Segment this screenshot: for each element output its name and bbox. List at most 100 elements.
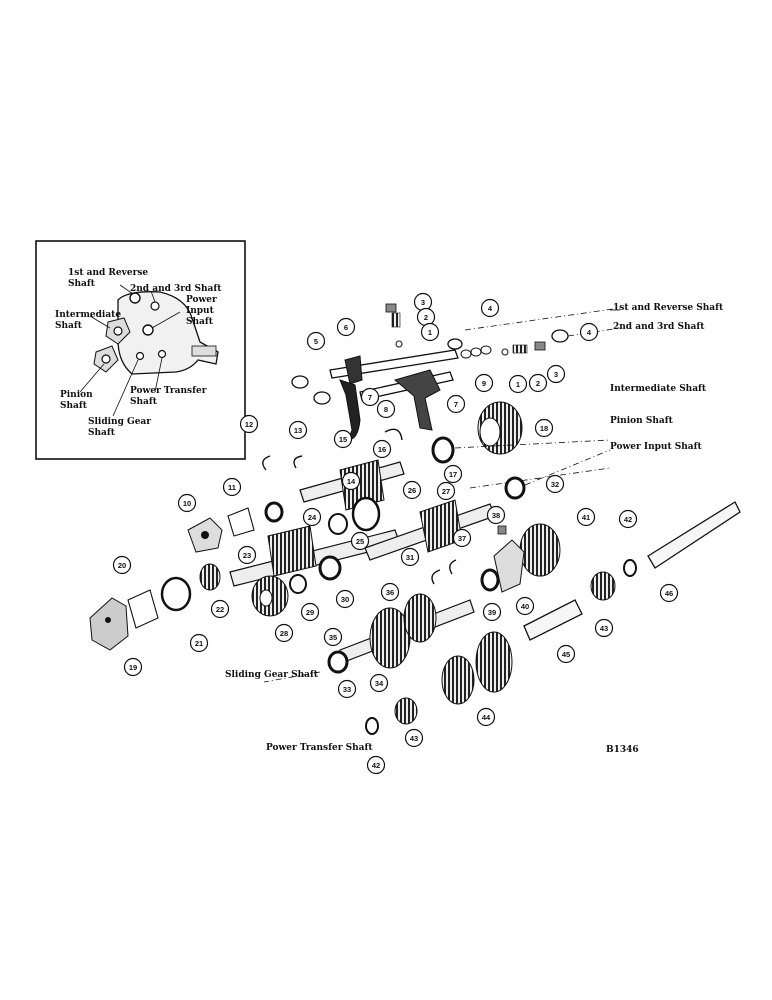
callout-c27: 27 <box>436 481 456 501</box>
rail-end-seal-right <box>551 329 569 343</box>
callout-number: 28 <box>280 629 288 638</box>
label-second-third-shaft: 2nd and 3rd Shaft <box>613 322 705 332</box>
detent-ball-right <box>501 348 509 356</box>
callout-circle <box>534 418 554 438</box>
callout-number: 43 <box>410 734 418 743</box>
washer-29 <box>289 574 307 594</box>
bearing-22 <box>199 563 221 591</box>
gear-41 <box>519 523 561 577</box>
intermediate-shaft-group <box>262 401 611 523</box>
callout-number: 20 <box>118 561 126 570</box>
callout-circle <box>306 331 326 351</box>
label-pinion-shaft: Pinion Shaft <box>610 416 674 426</box>
callout-c7a: 7 <box>360 387 380 407</box>
callout-number: 15 <box>339 435 347 444</box>
callout-c42a: 42 <box>618 509 638 529</box>
gasket-11 <box>227 507 255 537</box>
callout-c1b: 1 <box>508 374 528 394</box>
callout-number: 3 <box>554 370 558 379</box>
callout-circle <box>237 545 257 565</box>
detent-spring <box>391 312 401 328</box>
shift-rail-upper <box>329 349 459 379</box>
callout-circle <box>452 528 472 548</box>
snap-ring-13 <box>293 455 303 469</box>
callout-circle <box>546 364 566 384</box>
callout-number: 31 <box>406 553 414 562</box>
callout-c37: 37 <box>452 528 472 548</box>
callout-c18: 18 <box>534 418 554 438</box>
callout-number: 26 <box>408 486 416 495</box>
inset-hole-power-transfer <box>157 349 167 359</box>
callout-number: 42 <box>372 761 380 770</box>
shaft-45 <box>523 599 583 641</box>
callout-circle <box>659 583 679 603</box>
gasket-20 <box>127 589 159 629</box>
callout-circle <box>508 374 528 394</box>
callout-circle <box>446 394 466 414</box>
callout-circle <box>402 480 422 500</box>
inset-label-pinion: Pinion Shaft <box>60 390 96 411</box>
callout-number: 14 <box>347 477 356 486</box>
intermediate-gear-18 <box>477 401 523 455</box>
callout-c14: 14 <box>341 471 361 491</box>
callout-number: 13 <box>294 426 302 435</box>
cover-19 <box>89 597 129 651</box>
callout-circle <box>486 505 506 525</box>
callout-number: 9 <box>482 379 486 388</box>
callout-c36: 36 <box>380 582 400 602</box>
callout-c1a: 1 <box>420 322 440 342</box>
callout-circle <box>400 547 420 567</box>
callout-circle <box>556 644 576 664</box>
callout-circle <box>576 507 596 527</box>
callout-c11: 11 <box>222 477 242 497</box>
callout-c25: 25 <box>350 531 370 551</box>
callout-number: 2 <box>424 313 428 322</box>
inset-hole-power-input <box>142 324 154 336</box>
inset-label-intermediate: Intermediate Shaft <box>55 310 124 331</box>
detent-spring-right <box>512 344 528 354</box>
counter-gear-group <box>431 501 741 641</box>
callout-number: 12 <box>245 420 253 429</box>
callout-c15: 15 <box>333 429 353 449</box>
callout-c21: 21 <box>189 633 209 653</box>
detent-ball <box>395 340 403 348</box>
callout-c17: 17 <box>443 464 463 484</box>
detent-plug <box>385 303 397 313</box>
pinion-shaft-group <box>89 449 611 651</box>
callout-number: 33 <box>343 685 351 694</box>
callout-c26: 26 <box>402 480 422 500</box>
callout-circle <box>274 623 294 643</box>
callout-number: 43 <box>600 624 608 633</box>
flange-40 <box>493 539 525 593</box>
callout-c4a: 4 <box>480 298 500 318</box>
callout-c19: 19 <box>123 657 143 677</box>
pinion-gear-23 <box>267 525 317 577</box>
callout-circle <box>302 507 322 527</box>
shift-fork-block <box>344 355 363 385</box>
bearing-39 <box>480 568 500 592</box>
callout-number: 17 <box>449 470 457 479</box>
shift-fork-right <box>393 369 441 431</box>
callout-number: 11 <box>228 483 236 492</box>
callout-circle <box>594 618 614 638</box>
callout-circle <box>210 599 230 619</box>
callout-number: 24 <box>308 513 317 522</box>
callout-circle <box>579 322 599 342</box>
rail-end-seal-left-b <box>313 391 331 405</box>
callout-number: 39 <box>488 608 496 617</box>
callout-circle <box>545 474 565 494</box>
gear-44 <box>441 631 513 705</box>
callout-c34: 34 <box>369 673 389 693</box>
callout-number: 2 <box>536 379 540 388</box>
callout-circle <box>366 755 386 775</box>
rail-seal-mid <box>447 338 463 350</box>
callout-circle <box>341 471 361 491</box>
callout-number: 29 <box>306 608 314 617</box>
callout-number: 35 <box>329 633 337 642</box>
callout-number: 10 <box>183 499 191 508</box>
shift-rail-assembly <box>291 303 621 441</box>
callout-circle <box>482 602 502 622</box>
label-intermediate-shaft: Intermediate Shaft <box>610 384 707 394</box>
callout-c3a: 3 <box>413 292 433 312</box>
